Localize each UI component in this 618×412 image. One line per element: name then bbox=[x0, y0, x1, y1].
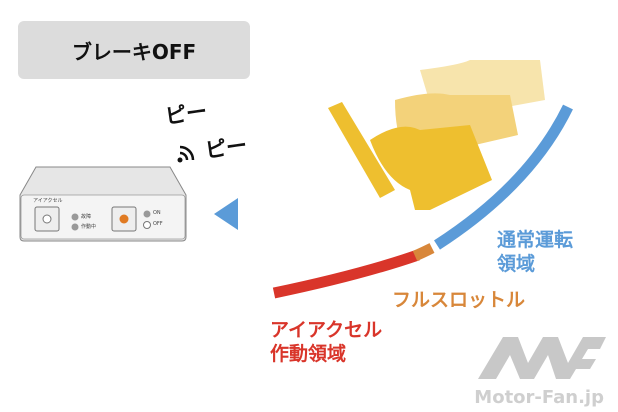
fault-label: 故障 bbox=[81, 214, 92, 220]
brake-off-label: ブレーキOFF bbox=[18, 21, 250, 79]
active-label: 作動中 bbox=[81, 224, 97, 230]
normal-zone-line1: 通常運転 bbox=[497, 229, 574, 251]
assist-zone-line2: 作動領域 bbox=[270, 343, 347, 365]
mf-logo bbox=[478, 337, 606, 379]
pedal-diagram bbox=[272, 60, 573, 299]
assist-zone-label: アイアクセル 作動領域 bbox=[270, 318, 382, 366]
beep-text-2: ピー bbox=[203, 133, 249, 163]
off-label: OFF bbox=[153, 221, 163, 227]
left-arrow-icon bbox=[214, 198, 238, 230]
sound-wave-icon bbox=[177, 145, 195, 163]
normal-zone-line2: 領域 bbox=[497, 253, 536, 275]
watermark: Motor-Fan.jp bbox=[474, 387, 604, 408]
aiaccel-device bbox=[19, 166, 187, 242]
full-throttle-label: フルスロットル bbox=[392, 289, 526, 311]
normal-zone-label: 通常運転 領域 bbox=[497, 228, 573, 276]
on-label: ON bbox=[153, 210, 161, 216]
device-name: アイアクセル bbox=[33, 198, 63, 204]
assist-zone-line1: アイアクセル bbox=[270, 319, 383, 341]
beep-text-1: ピー bbox=[163, 99, 209, 129]
